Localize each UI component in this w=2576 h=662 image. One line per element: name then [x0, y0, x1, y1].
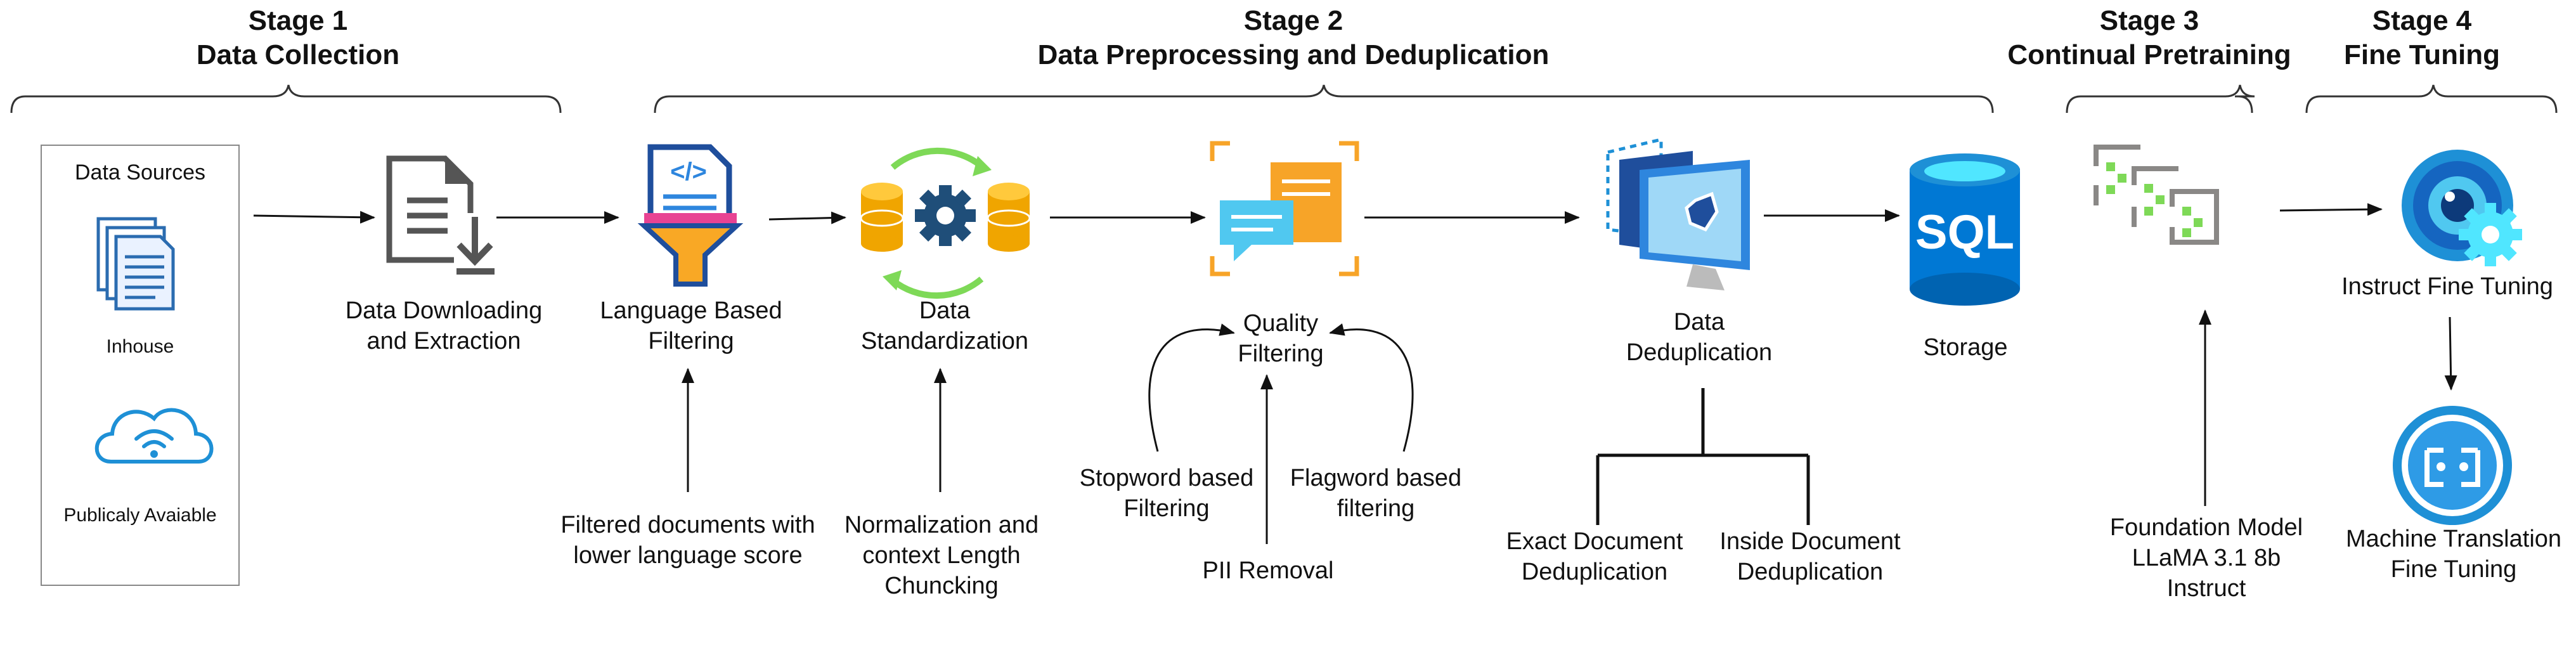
stage-1-title: Stage 1 Data Collection	[127, 4, 469, 72]
download-label-1: Data Downloading	[345, 297, 543, 324]
dedup-label-1: Data	[1673, 309, 1725, 335]
stage-3-bracket	[2066, 84, 2255, 114]
standardization-label-2: Standardization	[860, 328, 1029, 354]
code-blocks-icon	[2094, 145, 2219, 245]
storage-label: Storage	[1923, 334, 2008, 361]
arrow-language-to-standard	[768, 211, 846, 224]
document-download-icon	[386, 155, 496, 275]
gear-target-icon	[2402, 150, 2522, 266]
documents-icon	[96, 217, 175, 311]
mt-label-2: Fine Tuning	[2390, 556, 2517, 583]
arrow-pretrain-to-instruct	[2279, 203, 2383, 216]
filtered-docs-note: Filtered documents with lower language s…	[545, 510, 831, 571]
quality-filter-label: Quality Filtering	[1179, 308, 1382, 369]
inhouse-label: Inhouse	[106, 336, 174, 357]
stage-2-title: Stage 2 Data Preprocessing and Deduplica…	[976, 4, 1610, 72]
public-label: Publicaly Avaiable	[63, 505, 217, 526]
gear	[915, 185, 976, 246]
flagword-note-1: Flagword based	[1290, 465, 1462, 491]
stage-1-name: Data Collection	[196, 39, 400, 70]
exact-dedup-note-2: Deduplication	[1521, 559, 1668, 585]
normalization-note-2: context Length	[862, 542, 1021, 569]
normalization-note-3: Chuncking	[884, 573, 999, 599]
standardization-label-1: Data	[919, 297, 971, 324]
instruct-label: Instruct Fine Tuning	[2341, 273, 2553, 300]
mt-label-1: Machine Translation	[2345, 526, 2562, 552]
sql-text: SQL	[1915, 205, 2014, 259]
download-label-2: and Extraction	[366, 328, 521, 354]
data-sources-title: Data Sources	[75, 160, 205, 185]
inside-dedup-note-1: Inside Document	[1719, 528, 1901, 555]
cloud-wifi-icon	[94, 408, 214, 464]
stage-1-number: Stage 1	[248, 5, 348, 36]
inside-dedup-note-2: Deduplication	[1737, 559, 1884, 585]
svg-text:</>: </>	[670, 158, 707, 186]
download-label: Data Downloading and Extraction	[317, 295, 571, 356]
flagword-note: Flagword based filtering	[1274, 463, 1477, 524]
dedup-label: Data Deduplication	[1585, 307, 1813, 368]
foundation-note-3: Instruct	[2166, 575, 2246, 602]
dedup-tree-lines	[1596, 388, 1810, 525]
stage-1-bracket	[10, 84, 562, 114]
chat-bubbles-icon	[1210, 141, 1359, 276]
arrow-stopword-to-quality	[1148, 323, 1235, 452]
filtered-docs-note-2: lower language score	[573, 542, 803, 569]
language-filter-label-2: Filtering	[648, 328, 734, 354]
stage-3-title: Stage 3 Continual Pretraining	[1984, 4, 2314, 72]
sql-database-icon: SQL	[1910, 153, 2020, 306]
inside-dedup-note: Inside Document Deduplication	[1699, 526, 1921, 587]
arrow-instruct-to-mt	[2444, 316, 2457, 391]
stopword-note-2: Filtering	[1123, 495, 1210, 522]
foundation-note-2: LLaMA 3.1 8b	[2132, 545, 2281, 571]
arrow-flagword-to-quality	[1329, 323, 1414, 452]
foundation-note: Foundation Model LLaMA 3.1 8b Instruct	[2092, 512, 2320, 604]
db-right	[987, 183, 1031, 252]
stage-2-bracket	[654, 84, 1994, 114]
normalization-note: Normalization and context Length Chuncki…	[824, 510, 1059, 601]
exact-dedup-note-1: Exact Document	[1506, 528, 1683, 555]
db-left	[860, 183, 904, 252]
stage-4-number: Stage 4	[2372, 5, 2472, 36]
stage-2-number: Stage 2	[1243, 5, 1343, 36]
stopword-note: Stopword based Filtering	[1059, 463, 1274, 524]
language-filter-label-1: Language Based	[600, 297, 782, 324]
stage-4-name: Fine Tuning	[2343, 39, 2501, 70]
data-sources-box	[41, 145, 240, 586]
bot-face-icon	[2393, 406, 2512, 525]
stacked-monitors-icon	[1606, 137, 1750, 290]
database-gear-sync-icon	[860, 147, 1031, 299]
stage-3-name: Continual Pretraining	[2007, 39, 2291, 70]
flagword-note-2: filtering	[1337, 495, 1415, 522]
filtered-docs-note-1: Filtered documents with	[560, 512, 815, 538]
language-filter-label: Language Based Filtering	[577, 295, 805, 356]
pii-note: PII Removal	[1202, 557, 1334, 584]
stage-2-name: Data Preprocessing and Deduplication	[1037, 39, 1550, 70]
dedup-label-2: Deduplication	[1626, 339, 1773, 366]
stage-3-number: Stage 3	[2099, 5, 2199, 36]
stopword-note-1: Stopword based	[1079, 465, 1254, 491]
standardization-label: Data Standardization	[831, 295, 1059, 356]
arrow-sources-to-download	[253, 211, 375, 224]
stage-4-title: Stage 4 Fine Tuning	[2308, 4, 2536, 72]
normalization-note-1: Normalization and	[844, 512, 1039, 538]
quality-filter-label-2: Filtering	[1238, 341, 1324, 367]
exact-dedup-note: Exact Document Deduplication	[1484, 526, 1705, 587]
code-funnel-icon: </>	[637, 144, 744, 287]
quality-filter-label-1: Quality	[1243, 310, 1319, 337]
mt-label: Machine Translation Fine Tuning	[2340, 524, 2568, 585]
foundation-note-1: Foundation Model	[2109, 514, 2303, 541]
stage-4-bracket	[2305, 84, 2558, 114]
